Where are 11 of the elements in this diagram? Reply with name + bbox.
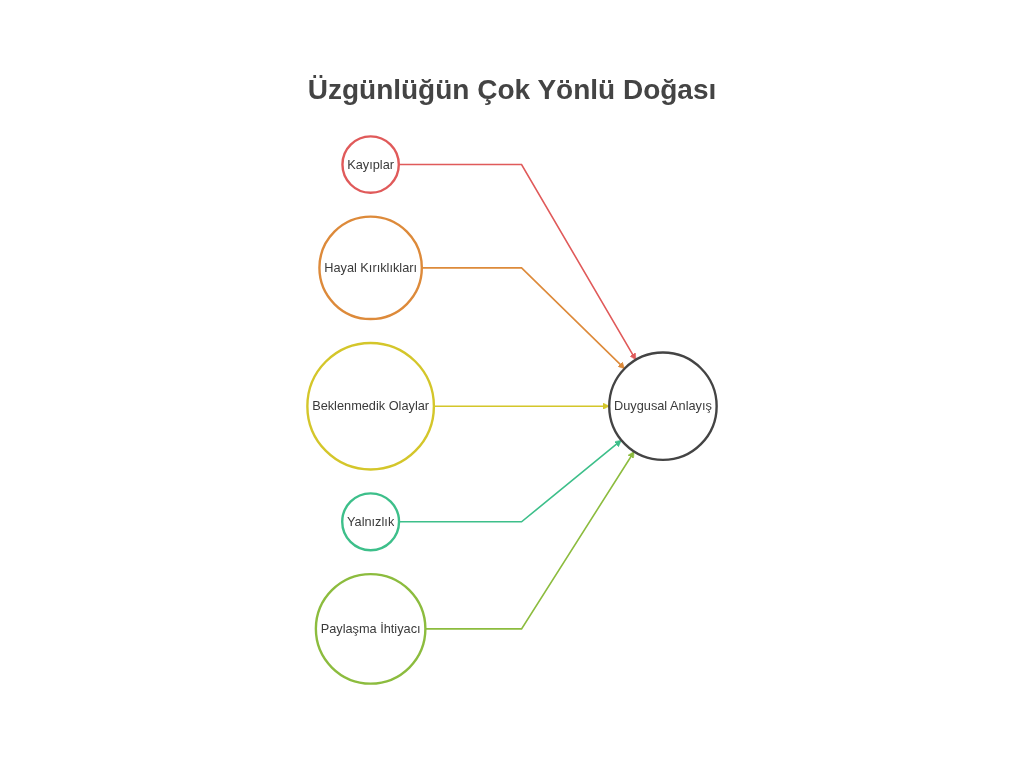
arrow	[398, 163, 637, 361]
arrow	[421, 267, 625, 369]
diagram-title: Üzgünlüğün Çok Yönlü Doğası	[307, 73, 717, 107]
arrow	[433, 402, 610, 410]
node-circle: Duygusal Anlayış	[608, 351, 718, 462]
node-circle: Beklenmedik Olaylar	[306, 341, 436, 471]
arrow	[398, 439, 622, 523]
node-circle: Kayıplar	[341, 135, 400, 194]
node-circle: Hayal Kırıklıkları	[318, 215, 424, 321]
node-circle: Yalnızlık	[341, 492, 401, 552]
node-circle: Paylaşma İhtiyacı	[314, 572, 427, 685]
